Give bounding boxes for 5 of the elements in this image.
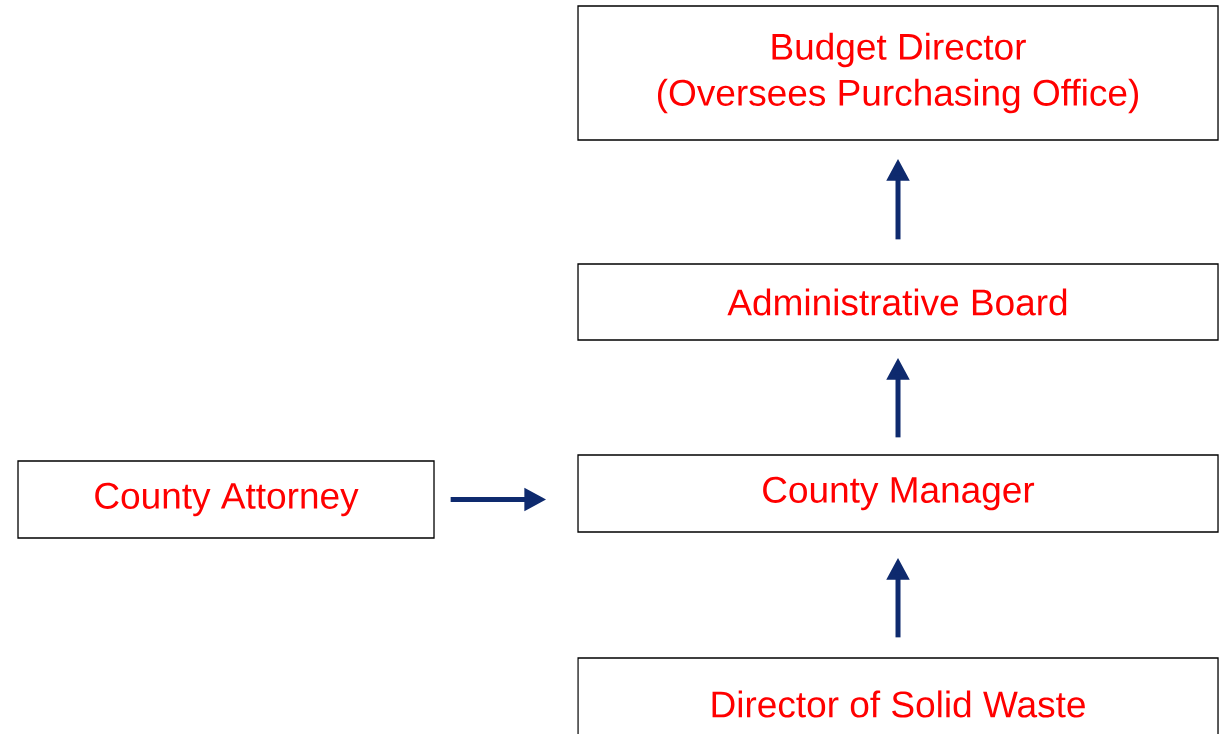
org-box: County Attorney xyxy=(17,460,435,539)
org-box: Administrative Board xyxy=(577,263,1219,341)
org-box: County Manager xyxy=(577,454,1219,533)
org-box: Budget Director (Oversees Purchasing Office) xyxy=(577,5,1219,141)
org-box: Director of Solid Waste xyxy=(577,657,1219,734)
